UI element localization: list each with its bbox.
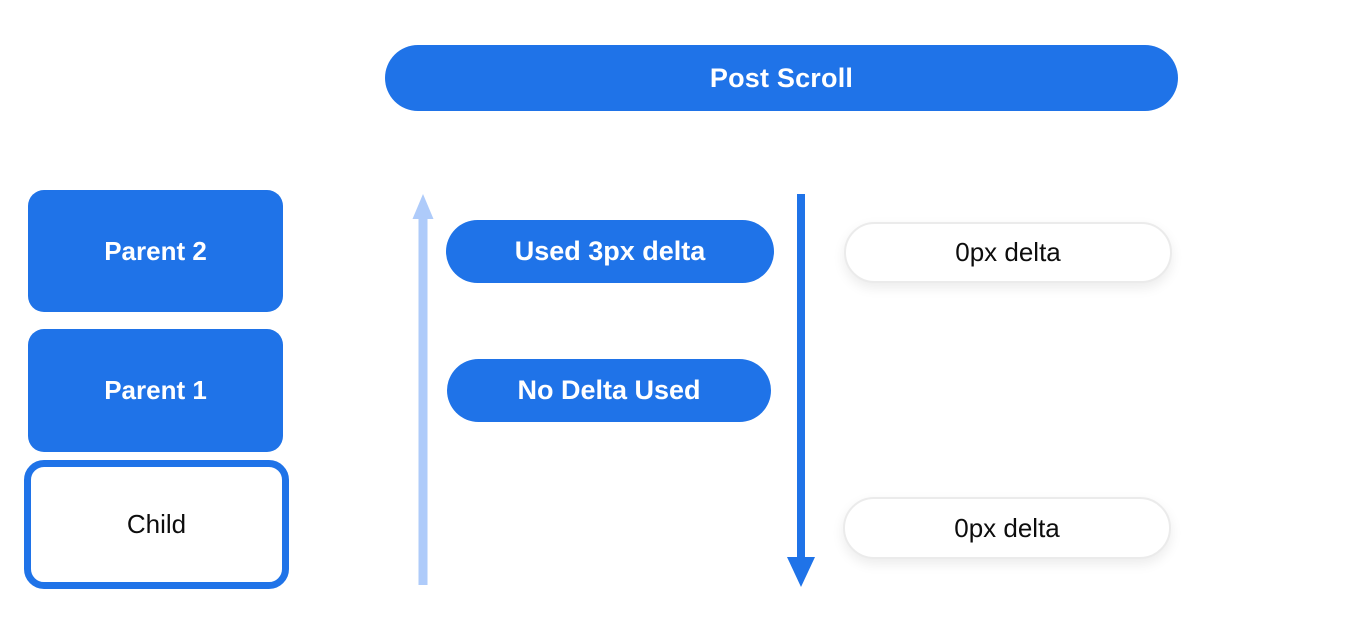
child-box: Child (24, 460, 289, 589)
parent1-box: Parent 1 (28, 329, 283, 452)
child-label: Child (126, 509, 187, 539)
down-arrow-icon (787, 194, 815, 587)
used-delta-pill: Used 3px delta (446, 220, 774, 283)
no-delta-label: No Delta Used (517, 375, 701, 405)
post-scroll-banner: Post Scroll (385, 45, 1178, 111)
parent1-label: Parent 1 (104, 375, 207, 405)
parent2-box: Parent 2 (28, 190, 283, 312)
zero-delta-pill-top: 0px delta (844, 222, 1172, 283)
used-delta-label: Used 3px delta (514, 236, 706, 266)
up-arrow-icon (412, 194, 434, 585)
parent2-label: Parent 2 (104, 235, 207, 266)
zero-delta-bottom-label: 0px delta (954, 512, 1060, 543)
no-delta-pill: No Delta Used (447, 359, 771, 422)
post-scroll-label: Post Scroll (709, 62, 854, 93)
zero-delta-top-label: 0px delta (955, 237, 1061, 267)
zero-delta-pill-bottom: 0px delta (843, 497, 1171, 559)
